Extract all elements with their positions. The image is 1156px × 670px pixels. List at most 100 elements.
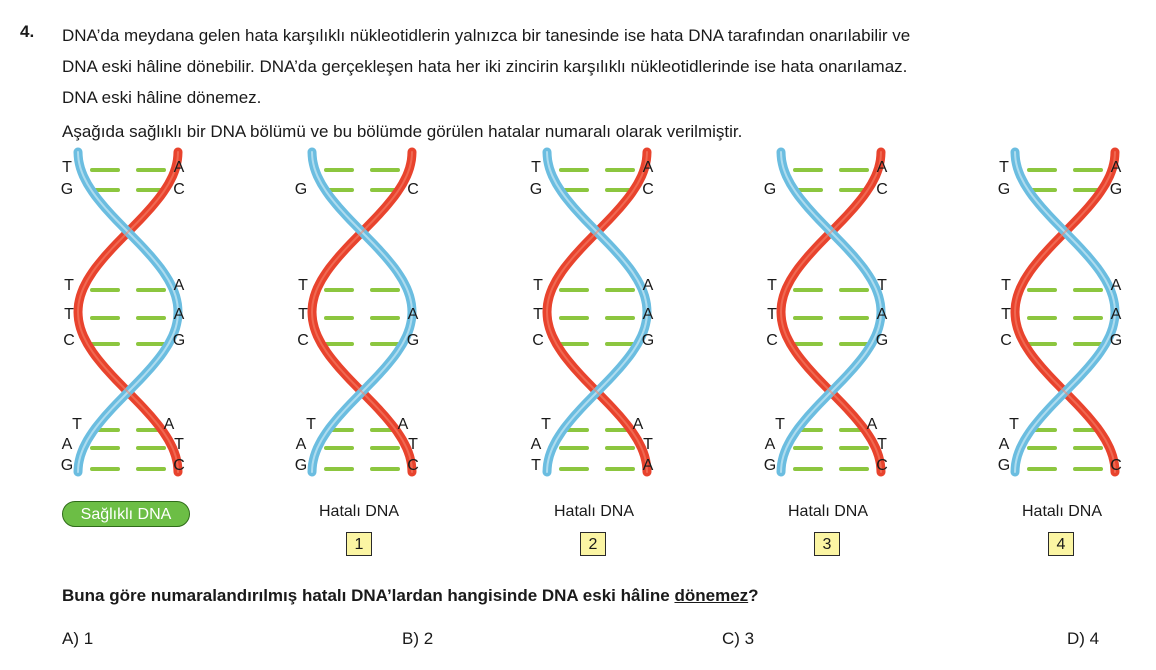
base-left: C [532,332,544,349]
prompt-underlined: dönemez [674,586,749,605]
option-a[interactable]: A) 1 [62,629,94,648]
paragraph-line-3: DNA eski hâline dönemez. [62,88,262,107]
base-left: T [531,159,541,176]
base-right: A [1110,306,1122,323]
dna-helix [307,147,417,477]
base-right: A [397,416,409,433]
base-right: C [642,181,654,198]
number-box-1: 1 [346,532,372,556]
base-left: T [531,457,541,474]
base-right: T [643,436,653,453]
option-c[interactable]: C) 3 [722,629,755,648]
base-left: T [64,306,74,323]
base-right: C [173,457,185,474]
base-right: C [407,457,419,474]
base-right: A [1110,159,1122,176]
base-left: C [766,332,778,349]
blue-strand-highlight [780,151,883,473]
blue-strand-highlight [1014,151,1117,473]
question-number: 4. [20,22,35,41]
caption-1: Hatalı DNA [318,503,400,520]
base-right: A [173,306,185,323]
base-left: G [294,457,308,474]
option-d[interactable]: D) 4 [1067,629,1100,648]
base-left: C [297,332,309,349]
number-box-2: 2 [580,532,606,556]
dna-helix [73,147,183,477]
base-right: A [642,457,654,474]
base-right: C [407,181,419,198]
base-right: A [876,159,888,176]
dna-helix [542,147,652,477]
base-right: A [173,277,185,294]
base-right: T [877,277,887,294]
base-right: A [642,306,654,323]
caption-4: Hatalı DNA [1021,503,1103,520]
base-right: T [408,436,418,453]
base-left: T [1001,277,1011,294]
base-left: T [767,277,777,294]
base-right: G [406,332,420,349]
question-prompt: Buna göre numaralandırılmış hatalı DNA’l… [62,586,759,606]
base-right: T [174,436,184,453]
red-strand-highlight [1013,151,1116,473]
base-left: A [998,436,1010,453]
intro-sentence: Aşağıda sağlıklı bir DNA bölümü ve bu bö… [62,122,743,141]
base-right: A [876,306,888,323]
base-left: A [61,436,73,453]
base-left: T [533,306,543,323]
base-right: C [173,181,185,198]
caption-3: Hatalı DNA [787,503,869,520]
base-left: G [529,181,543,198]
base-left: A [764,436,776,453]
base-left: T [533,277,543,294]
base-left: C [63,332,75,349]
base-right: G [172,332,186,349]
base-left: T [62,159,72,176]
base-left: T [541,416,551,433]
base-left: T [298,277,308,294]
red-strand-highlight [779,151,882,473]
option-b[interactable]: B) 2 [402,629,434,648]
base-right: C [876,457,888,474]
healthy-dna-badge: Sağlıklı DNA [62,501,190,527]
base-left: G [997,457,1011,474]
base-right: A [632,416,644,433]
base-left: T [306,416,316,433]
base-left: T [999,159,1009,176]
dna-helix [776,147,886,477]
paragraph-line-2: DNA eski hâline dönebilir. DNA’da gerçek… [62,57,908,76]
base-left: G [763,181,777,198]
base-left: A [530,436,542,453]
dna-helix [1010,147,1120,477]
base-right: A [173,159,185,176]
prompt-text: Buna göre numaralandırılmış hatalı DNA’l… [62,586,675,605]
base-right: G [1109,332,1123,349]
base-right: A [642,277,654,294]
base-right: C [876,181,888,198]
base-right: T [877,436,887,453]
base-left: T [298,306,308,323]
base-right: A [163,416,175,433]
paragraph-line-1: DNA’da meydana gelen hata karşılıklı nük… [62,26,911,45]
blue-strand-highlight [311,151,414,473]
red-strand-highlight [310,151,413,473]
prompt-end: ? [748,586,759,605]
base-left: T [64,277,74,294]
base-left: C [1000,332,1012,349]
base-left: G [997,181,1011,198]
base-right: C [1110,457,1122,474]
base-left: T [72,416,82,433]
base-left: G [763,457,777,474]
base-left: T [775,416,785,433]
number-box-4: 4 [1048,532,1074,556]
number-box-3: 3 [814,532,840,556]
base-right: A [642,159,654,176]
base-right: G [1109,181,1123,198]
base-left: T [1001,306,1011,323]
red-strand-highlight [545,151,648,473]
